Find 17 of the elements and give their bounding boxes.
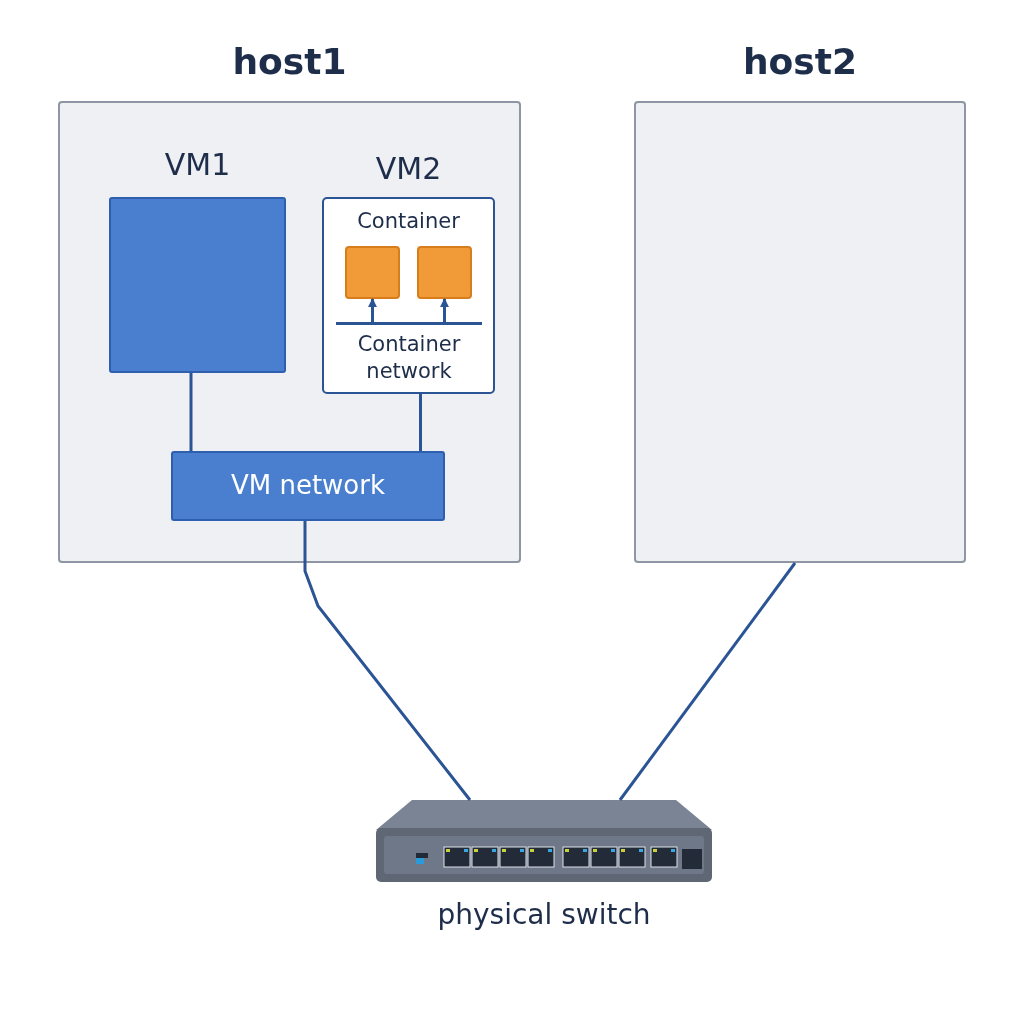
vm-label: VM2 (374, 151, 443, 186)
network-label: VM network (230, 470, 386, 502)
container-box (345, 246, 400, 299)
vm-label: VM1 (163, 147, 232, 182)
connector-line (189, 373, 193, 451)
container-box (417, 246, 472, 299)
host-label: host2 (741, 41, 858, 82)
container-label: Container (356, 209, 461, 235)
connector-line (618, 562, 797, 801)
host-label: host1 (231, 41, 348, 82)
connector-line (419, 394, 422, 451)
network-box (171, 451, 445, 521)
device-label: physical switch (436, 898, 652, 931)
arrow (440, 298, 449, 322)
connector-line (303, 521, 472, 801)
arrow (368, 298, 377, 322)
network-label: Container network (356, 331, 462, 386)
